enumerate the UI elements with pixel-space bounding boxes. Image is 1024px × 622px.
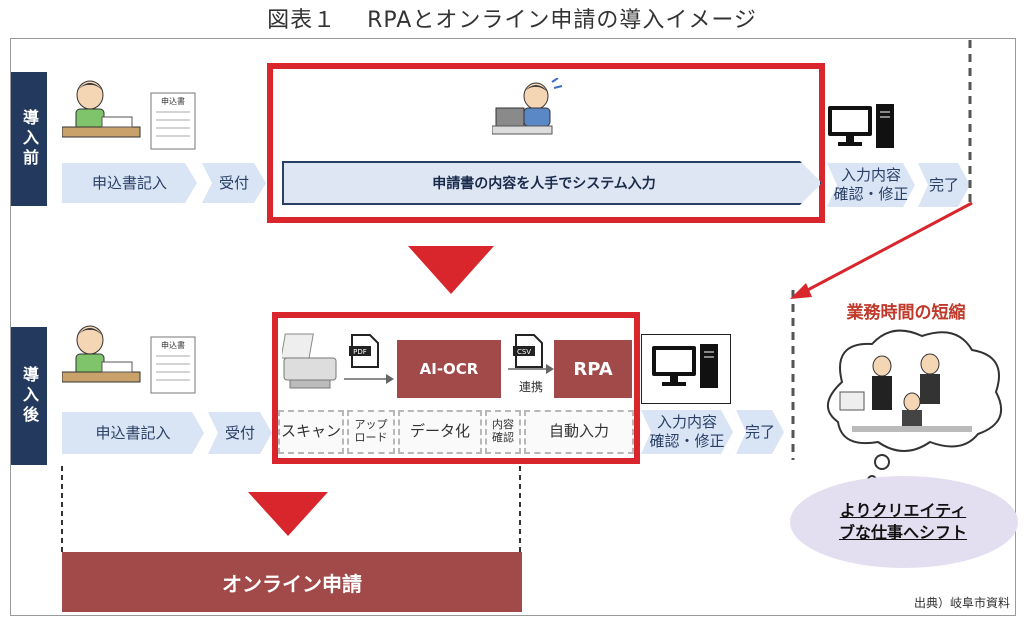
computer-icon (828, 104, 894, 148)
stressed-worker-icon (492, 78, 563, 135)
ai-ocr-block: AI-OCR (397, 340, 501, 398)
down-arrow-icon (408, 246, 494, 294)
csv-label: CSV (517, 348, 531, 356)
arrow-to-rpa-icon (508, 364, 554, 374)
time-reduction-arrow-icon (790, 201, 973, 299)
pdf-label: PDF (353, 348, 367, 356)
before-label: 導入前 (11, 72, 47, 206)
manual-input-highlight (267, 63, 825, 223)
page-title: 図表１ RPAとオンライン申請の導入イメージ (267, 8, 757, 33)
rpa-block: RPA (554, 340, 632, 398)
worker-writing-icon-after (62, 325, 141, 383)
step-before-application-writing: 申込書記入 (62, 163, 197, 203)
step-after-verify: 入力内容 確認・修正 (641, 410, 733, 454)
application-form-icon: 申込書 (150, 92, 196, 150)
worker-writing-icon (62, 80, 141, 138)
step-after-digitize: データ化 (398, 410, 482, 454)
benefit-text: よりクリエイティ ブな仕事へシフト (838, 501, 967, 542)
after-label: 導入後 (11, 327, 47, 465)
automation-highlight (272, 312, 640, 464)
step-before-manual-input: 申請書の内容を人手でシステム入力 (432, 176, 656, 192)
arrow-to-ocr-icon (344, 374, 394, 384)
step-after-check: 内容 確認 (485, 410, 521, 454)
online-bracket-lines (61, 466, 521, 552)
diagram-frame (10, 38, 1016, 616)
pdf-file-icon: PDF (349, 334, 379, 368)
application-form-icon-after: 申込書 (150, 336, 196, 394)
form-label-after: 申込書 (161, 340, 185, 350)
computer-icon-after (652, 344, 718, 388)
csv-file-icon: CSV (513, 334, 543, 368)
link-label: 連携 (518, 380, 543, 394)
step-after-auto-input: 自動入力 (524, 410, 634, 454)
step-after-application-writing: 申込書記入 (62, 412, 204, 454)
form-label: 申込書 (161, 96, 185, 106)
step-after-upload: アップ ロード (347, 410, 395, 454)
step-before-verify: 入力内容 確認・修正 (827, 163, 915, 207)
thought-bubble-team-icon (827, 329, 1002, 485)
scanner-icon (282, 333, 337, 389)
divider-dashed-line-lower (791, 290, 795, 460)
step-before-reception: 受付 (202, 163, 266, 203)
down-arrow-online-icon (248, 492, 328, 536)
step-after-reception: 受付 (208, 412, 272, 454)
divider-dashed-line (968, 40, 972, 208)
benefit-title: 業務時間の短縮 (846, 303, 966, 323)
source-note: 出典）岐阜市資料 (913, 596, 1010, 610)
step-after-scan: スキャン (278, 410, 344, 454)
online-application-bar: オンライン申請 (62, 552, 522, 612)
